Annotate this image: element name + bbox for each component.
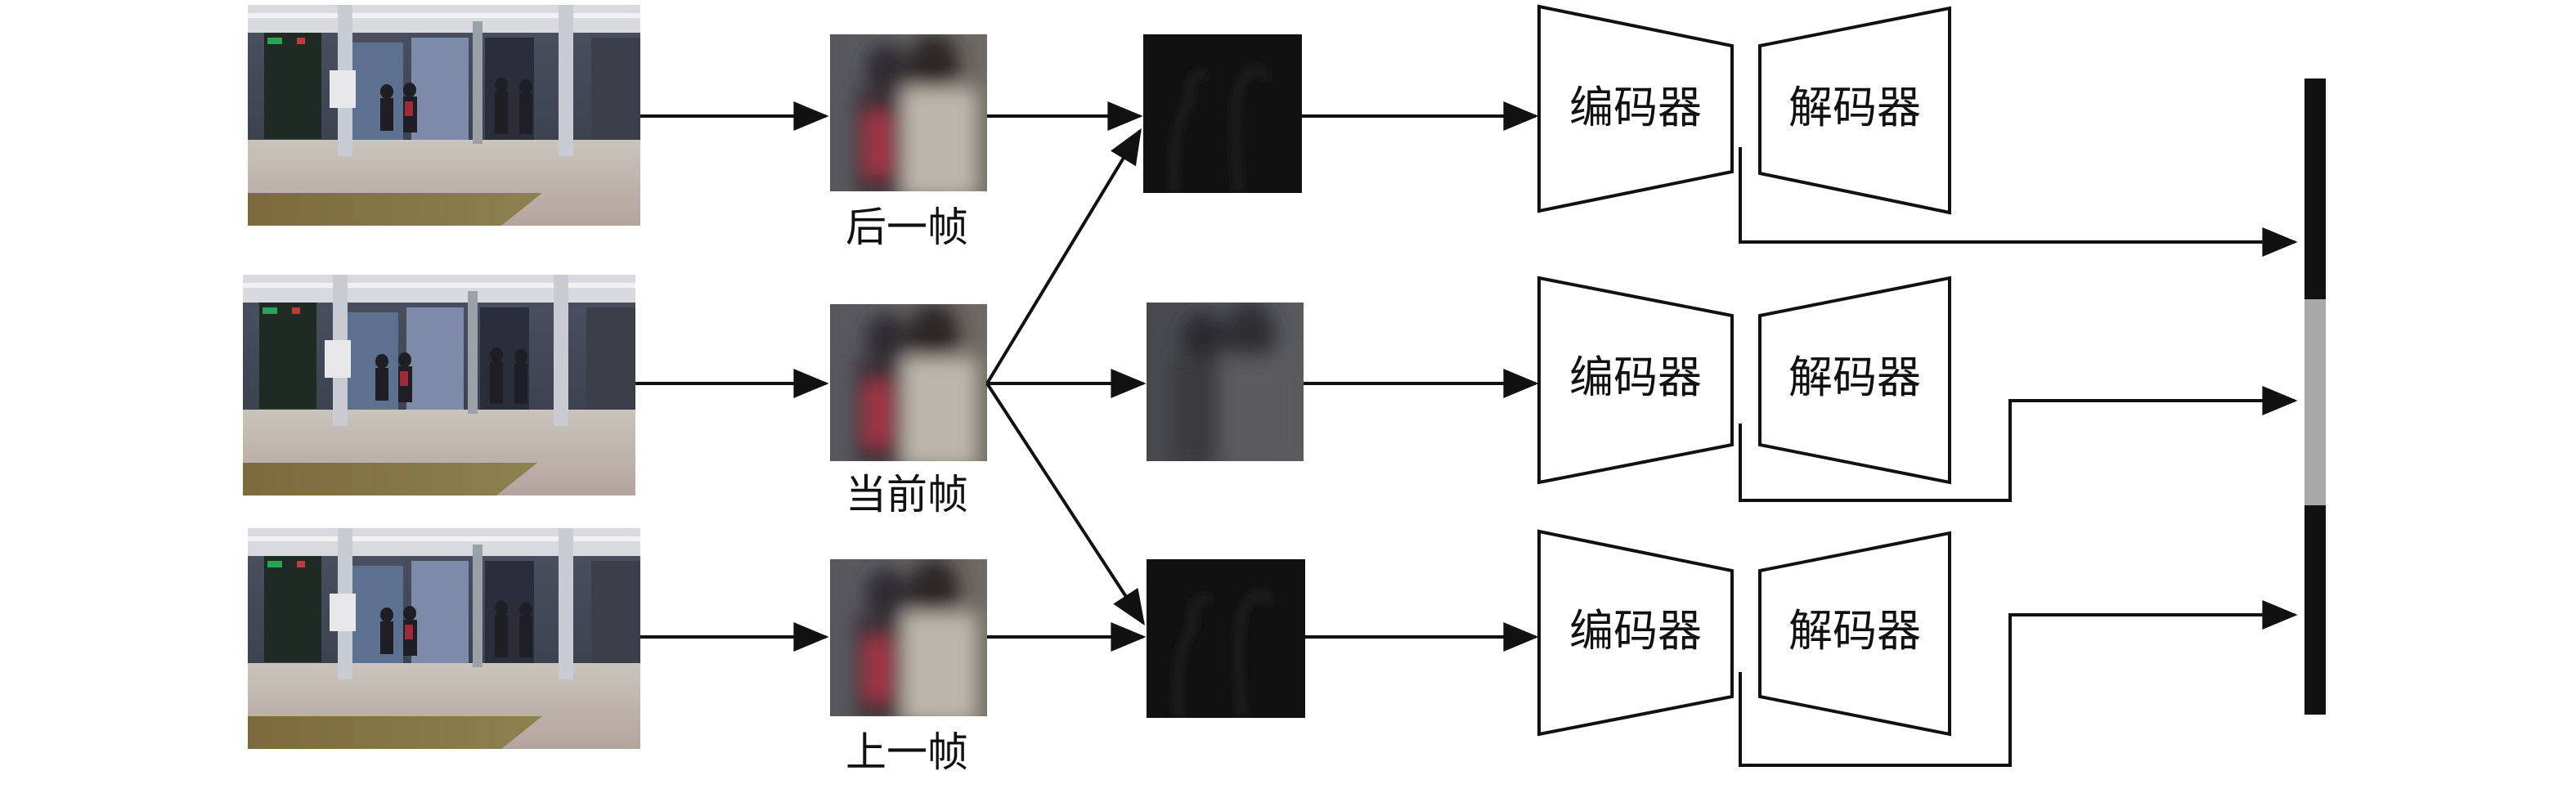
scene-frame-bottom [248,528,640,749]
decoder-label-top: 解码器 [1788,82,1921,133]
scene-frame-top [248,5,640,226]
decoder-label-bottom: 解码器 [1788,605,1921,657]
label-current-frame: 当前帧 [846,471,968,518]
difference-image-top [1143,34,1302,193]
scene-frame-middle [243,275,635,495]
autoencoder-top: 编码器 解码器 [1537,4,1951,215]
output-feature-bar [2304,78,2326,715]
output-bar-segment-middle [2304,299,2326,505]
grayscale-image-middle [1147,303,1304,468]
autoencoder-bottom: 编码器 解码器 [1537,529,1951,737]
encoder-bottom [1537,529,1734,737]
decoder-top [1758,6,1951,215]
arrow-current-to-diff-top [985,128,1142,385]
crop-next-frame [830,34,987,198]
connector-top-to-output [1739,147,2298,257]
difference-image-bottom [1147,559,1305,718]
encoder-label-bottom: 编码器 [1569,605,1702,657]
encoder-middle [1537,276,1734,485]
arrow-current-to-diff-bottom [985,382,1145,626]
decoder-label-middle: 解码器 [1788,352,1921,403]
encoder-label-middle: 编码器 [1569,352,1702,403]
autoencoder-middle: 编码器 解码器 [1537,276,1951,485]
crop-previous-frame [830,559,987,723]
encoder-top [1537,4,1734,213]
output-bar-segment-top [2304,78,2326,299]
decoder-middle [1758,276,1951,485]
connector-bottom-to-output [1739,600,2298,767]
label-previous-frame: 上一帧 [846,728,968,776]
decoder-bottom [1758,531,1951,737]
output-bar-segment-bottom [2304,505,2326,715]
connector-middle-to-output [1739,386,2298,502]
encoder-label-top: 编码器 [1569,82,1702,133]
crop-current-frame [830,304,987,468]
label-next-frame: 后一帧 [846,204,968,251]
